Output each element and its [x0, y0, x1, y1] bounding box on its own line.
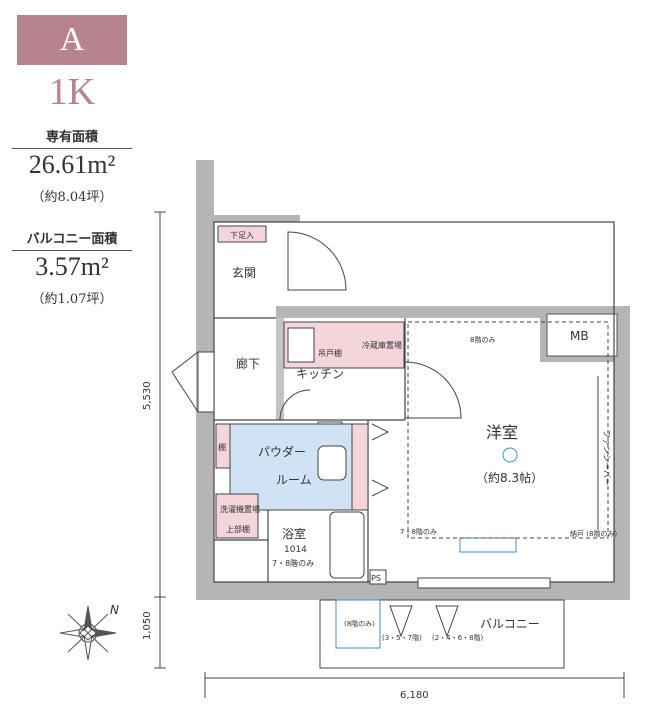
hallway-door — [171, 351, 199, 413]
ps-lower — [369, 569, 387, 585]
fridge-space-label: 冷蔵庫置場 — [362, 340, 402, 350]
note-357: (3・5・7階) — [382, 633, 422, 642]
dimension-height-balcony: 1,050 — [142, 611, 153, 640]
fan-label: ファンシーバー — [602, 430, 611, 486]
main-room-outline — [407, 321, 609, 539]
note-8f-balcony: (8階のみ) — [344, 619, 375, 628]
main-room-size: （約8.3帖） — [476, 470, 543, 485]
ceiling-light-icon — [502, 447, 518, 463]
compass-star-icon — [59, 605, 117, 661]
upper-cabinet-label: 上部棚 — [226, 524, 250, 534]
entrance-storage — [217, 225, 267, 243]
powder-room-label-2: ルーム — [276, 473, 312, 487]
bath-size: 1014 — [284, 545, 307, 555]
balcony-label: バルコニー — [480, 617, 540, 631]
main-room-door — [404, 361, 462, 419]
dimension-width-total: 6,180 — [400, 690, 429, 701]
compass-rose: N — [59, 603, 119, 661]
bath-note: 7・8階のみ — [272, 558, 314, 568]
hallway-label: 廊下 — [236, 356, 260, 371]
compass-north-label: N — [110, 603, 119, 617]
washer-area — [215, 493, 259, 539]
mb-label: MB — [570, 329, 589, 343]
outdoor-unit — [335, 599, 381, 649]
entrance-storage-label: 下足入 — [230, 231, 254, 240]
exclusive-area-value: 26.61m² — [28, 150, 116, 179]
closet-doors — [371, 423, 390, 497]
ps-lower-label: PS — [371, 574, 381, 583]
sink — [287, 327, 315, 363]
kitchen-label: キッチン — [296, 367, 344, 381]
unit-type-badge: A — [17, 15, 127, 65]
storage-left — [215, 423, 231, 469]
balcony-area-label: バルコニー面積 — [12, 228, 132, 251]
cabinet-label: 棚 — [218, 442, 226, 452]
evacuation-hatches — [389, 605, 459, 638]
balcony-area-value: 3.57m² — [35, 252, 109, 281]
heater — [459, 537, 517, 553]
toilet — [317, 445, 347, 481]
mb-box — [546, 313, 618, 357]
exclusive-area-label: 専有面積 — [12, 126, 132, 149]
dimension-lines — [154, 211, 625, 698]
closet — [351, 423, 369, 511]
hallway-window — [197, 351, 215, 413]
dimension-height-main: 5,530 — [142, 381, 153, 410]
entrance-label: 玄関 — [232, 265, 256, 280]
note-78f: 7・8階のみ — [400, 527, 437, 536]
unit-type-letter: A — [59, 21, 85, 58]
entrance-door — [287, 231, 347, 291]
hanging-cabinet-label: 吊戸棚 — [318, 348, 342, 358]
balcony — [319, 599, 565, 669]
bath-label: 浴室 — [282, 526, 306, 541]
powder-door — [279, 389, 311, 421]
layout-type: 1K — [48, 71, 96, 113]
note-2468: (2・4・6・8階) — [432, 633, 484, 642]
main-room-label: 洋室 — [486, 423, 518, 442]
exclusive-area-tsubo: （約8.04坪） — [31, 190, 113, 205]
note-8f: 8階のみ — [470, 335, 495, 344]
balcony-area-tsubo: （約1.07坪） — [31, 292, 113, 307]
walls — [196, 160, 630, 600]
note-small-storage: 納戸 (8階のみ) — [570, 529, 617, 538]
powder-room-label-1: パウダー — [258, 444, 306, 459]
washer-space-label: 洗濯機置場 — [220, 504, 260, 514]
balcony-window — [417, 577, 551, 589]
bathtub — [329, 511, 365, 579]
